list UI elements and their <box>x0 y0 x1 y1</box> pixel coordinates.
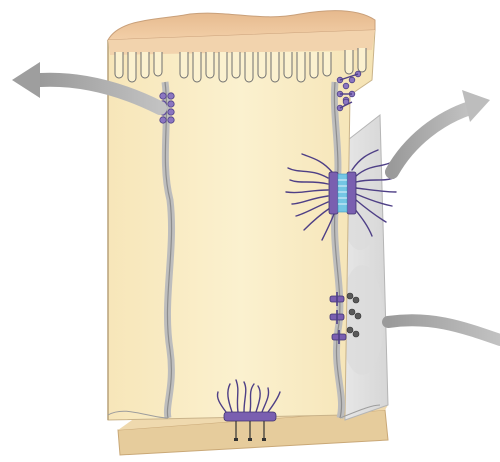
callout-arrow-gap-junction <box>388 320 500 340</box>
apical-surface <box>108 11 375 55</box>
callout-arrow-desmosome <box>392 90 490 172</box>
cell-body <box>108 30 380 420</box>
